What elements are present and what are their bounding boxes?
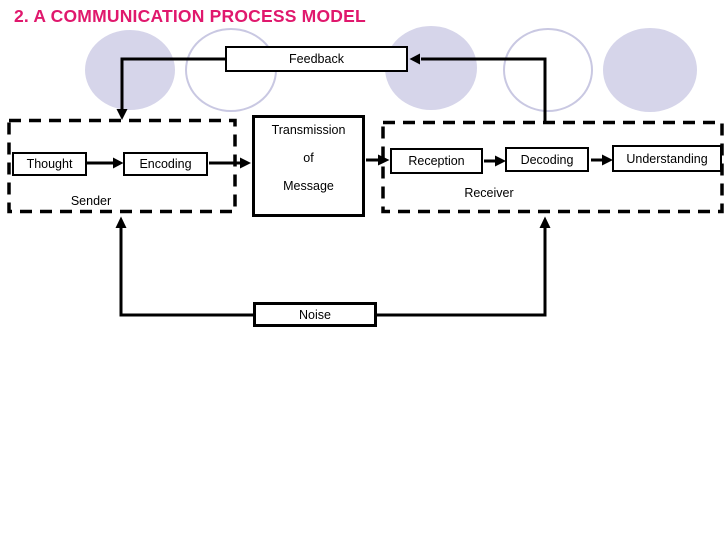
arrow-noise-to-receiver — [377, 216, 551, 317]
slide-title: 2. A COMMUNICATION PROCESS MODEL — [14, 6, 366, 26]
node-feedback: Feedback — [225, 46, 408, 72]
arrow-decoding-to-understanding — [591, 154, 613, 166]
node-understanding: Understanding — [612, 145, 722, 172]
arrow-encoding-to-transmission — [209, 157, 251, 169]
arrow-transmission-to-reception — [366, 154, 390, 166]
transmission-line-2: of — [303, 151, 314, 165]
label-receiver: Receiver — [464, 186, 514, 200]
arrow-thought-to-encoding — [87, 157, 124, 169]
decor-circle-filled-3 — [603, 28, 697, 112]
node-noise: Noise — [253, 302, 377, 327]
arrow-reception-to-decoding — [484, 155, 506, 167]
decor-circle-filled-1 — [85, 30, 175, 110]
decor-circle-outlined-2 — [503, 28, 593, 112]
label-sender: Sender — [70, 194, 112, 208]
arrow-noise-to-sender — [115, 216, 253, 317]
node-decoding: Decoding — [505, 147, 589, 172]
node-thought: Thought — [12, 152, 87, 176]
node-transmission: Transmission of Message — [252, 115, 365, 217]
transmission-line-3: Message — [283, 179, 334, 193]
node-reception: Reception — [390, 148, 483, 174]
node-encoding: Encoding — [123, 152, 208, 176]
transmission-line-1: Transmission — [271, 123, 346, 137]
